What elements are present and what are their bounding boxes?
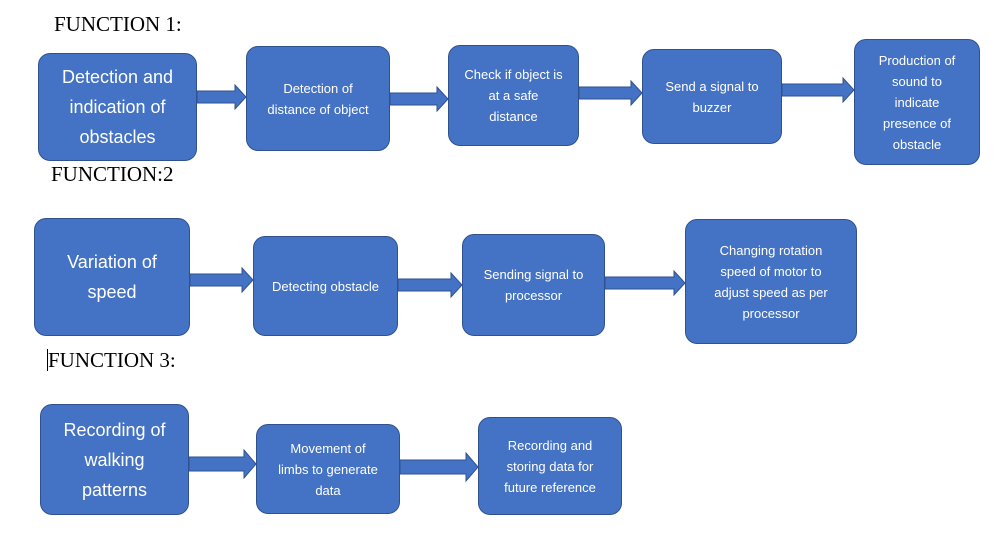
f3-box-2-label: Movement of limbs to generate data [278, 440, 378, 498]
f1-box-send-signal-buzzer: Send a signal to buzzer [642, 49, 782, 144]
function-3-heading: FUNCTION 3: [48, 348, 176, 372]
text-cursor [47, 349, 48, 371]
f1-box-1-label: Detection and indication of obstacles [61, 67, 174, 147]
f1-box-detection-indication: Detection and indication of obstacles [38, 53, 197, 161]
f2-box-changing-rotation: Changing rotation speed of motor to adju… [685, 219, 857, 344]
f3-box-3-label: Recording and storing data for future re… [504, 437, 596, 495]
f2-box-1-label: Variation of speed [67, 252, 157, 302]
f2-box-4-label: Changing rotation speed of motor to adju… [714, 242, 828, 321]
f1-arrow-4 [782, 77, 855, 103]
f2-box-2-label: Detecting obstacle [272, 278, 379, 294]
f1-arrow-3 [579, 80, 643, 106]
f2-arrow-2 [398, 272, 463, 298]
f2-box-sending-signal: Sending signal to processor [462, 234, 605, 336]
f3-box-movement-limbs: Movement of limbs to generate data [256, 424, 400, 514]
f3-box-1-label: Recording of walking patterns [63, 419, 166, 500]
f1-box-2-label: Detection of distance of object [267, 80, 369, 117]
f1-arrow-1 [197, 84, 247, 110]
f3-arrow-1 [189, 449, 257, 479]
f2-box-3-label: Sending signal to processor [483, 267, 584, 303]
f2-arrow-1 [190, 267, 254, 293]
f1-box-produce-sound: Production of sound to indicate presence… [854, 39, 980, 165]
f2-box-variation-speed: Variation of speed [34, 218, 190, 336]
f1-arrow-2 [390, 86, 449, 112]
f3-box-recording-storing: Recording and storing data for future re… [478, 417, 622, 515]
f2-box-detecting-obstacle: Detecting obstacle [253, 236, 398, 336]
f1-box-5-label: Production of sound to indicate presence… [878, 52, 956, 152]
f3-box-recording-patterns: Recording of walking patterns [40, 404, 189, 515]
f3-arrow-2 [400, 452, 479, 482]
f1-box-4-label: Send a signal to buzzer [665, 78, 759, 115]
f1-box-check-safe-distance: Check if object is at a safe distance [448, 45, 579, 146]
function-2-heading: FUNCTION:2 [51, 162, 174, 186]
f1-box-3-label: Check if object is at a safe distance [464, 67, 563, 124]
function-1-heading: FUNCTION 1: [54, 12, 182, 36]
f2-arrow-3 [605, 270, 686, 296]
f1-box-detection-distance: Detection of distance of object [246, 46, 390, 151]
